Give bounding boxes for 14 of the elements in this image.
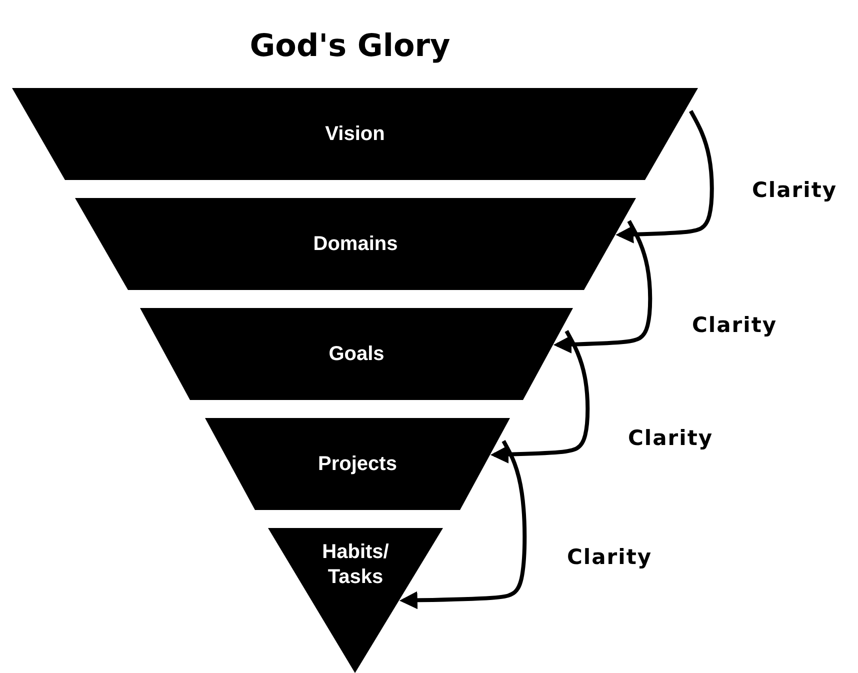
curved-arrow <box>616 110 714 244</box>
level-label: Goals <box>328 342 386 367</box>
level-label: Domains <box>312 232 399 257</box>
level-label: Vision <box>324 122 386 147</box>
edge-label: Clarity <box>628 426 714 450</box>
level-label: Projects <box>317 452 398 477</box>
edge-label: Clarity <box>567 545 652 569</box>
curved-arrow <box>490 330 590 464</box>
curved-arrow <box>553 220 652 354</box>
edge-label: Clarity <box>692 313 778 337</box>
edge-label: Clarity <box>752 178 838 202</box>
title: God's Glory <box>248 28 452 64</box>
curved-arrow <box>399 440 527 610</box>
level-label: Habits/ Tasks <box>321 540 390 590</box>
